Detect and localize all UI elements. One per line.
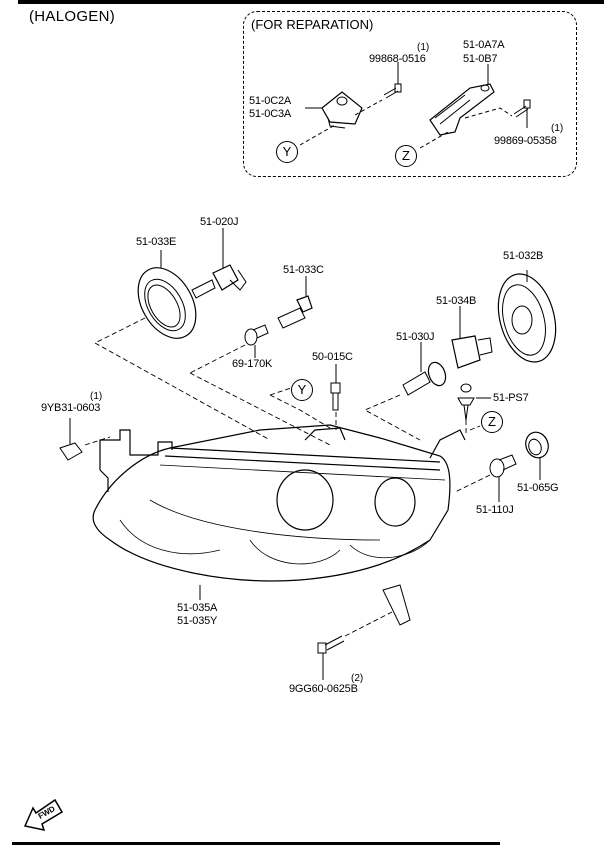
label-51-030J: 51-030J <box>396 331 435 343</box>
bracket-z-illustration <box>429 64 495 136</box>
label-51-035Y: 51-035Y <box>177 615 218 627</box>
label-51-032B: 51-032B <box>503 250 544 262</box>
label-51-035A: 51-035A <box>177 602 218 614</box>
callout-y: Y <box>291 379 313 401</box>
fwd-arrow-icon <box>23 798 64 832</box>
bulb-cover-illustration <box>497 270 557 363</box>
bracket-y-illustration <box>305 91 363 129</box>
repair-section-title: (FOR REPARATION) <box>251 17 374 32</box>
bolt-9GG60-illustration <box>317 635 345 680</box>
callout-z: Z <box>481 411 503 433</box>
label-51-0A7A: 51-0A7A <box>463 39 505 51</box>
callout-z-repair: Z <box>395 145 417 167</box>
socket-51-033C-illustration <box>277 276 313 329</box>
label-51-0C2A: 51-0C2A <box>249 95 292 107</box>
qty-9GG60: (2) <box>351 673 364 684</box>
label-51-034B: 51-034B <box>436 295 477 307</box>
label-9YB31-0603: 9YB31-0603 <box>41 402 101 414</box>
repair-section-box <box>243 11 577 177</box>
screw-99869-illustration <box>513 99 531 128</box>
label-50-015C: 50-015C <box>312 351 353 363</box>
label-99868-0516: 99868-0516 <box>369 53 426 65</box>
bulb-51-110J-illustration <box>489 454 517 502</box>
seal-ring-illustration <box>137 250 197 339</box>
label-51-110J: 51-110J <box>476 504 514 516</box>
label-99869-05358: 99869-05358 <box>494 135 557 147</box>
socket-51-034B-illustration <box>451 306 493 369</box>
label-51-020J: 51-020J <box>200 216 239 228</box>
bulb-51-030J-illustration <box>402 342 447 396</box>
screw-99868-illustration <box>383 62 402 99</box>
bolt-50-015C-illustration <box>330 364 341 411</box>
clip-9YB31-illustration <box>59 418 83 461</box>
label-51-0B7: 51-0B7 <box>463 53 498 65</box>
headlamp-assembly-illustration <box>92 424 466 626</box>
diagram-title: (HALOGEN) <box>29 8 116 25</box>
label-51-033E: 51-033E <box>136 236 177 248</box>
qty-9YB31: (1) <box>90 391 103 402</box>
bulb-69-170K-illustration <box>244 324 269 358</box>
socket-51-065G-illustration <box>525 431 549 480</box>
bottom-border <box>12 842 500 845</box>
label-51-PS7: 51-PS7 <box>493 392 529 404</box>
label-69-170K: 69-170K <box>232 358 273 370</box>
label-51-033C: 51-033C <box>283 264 324 276</box>
top-border <box>18 0 604 4</box>
bulb-51-020J-illustration <box>191 228 247 299</box>
label-51-065G: 51-065G <box>517 482 559 494</box>
qty-99868: (1) <box>417 42 430 53</box>
qty-99869: (1) <box>551 123 564 134</box>
callout-y-repair: Y <box>276 141 298 163</box>
label-9GG60-0625B: 9GG60-0625B <box>289 683 358 695</box>
label-51-0C3A: 51-0C3A <box>249 108 292 120</box>
